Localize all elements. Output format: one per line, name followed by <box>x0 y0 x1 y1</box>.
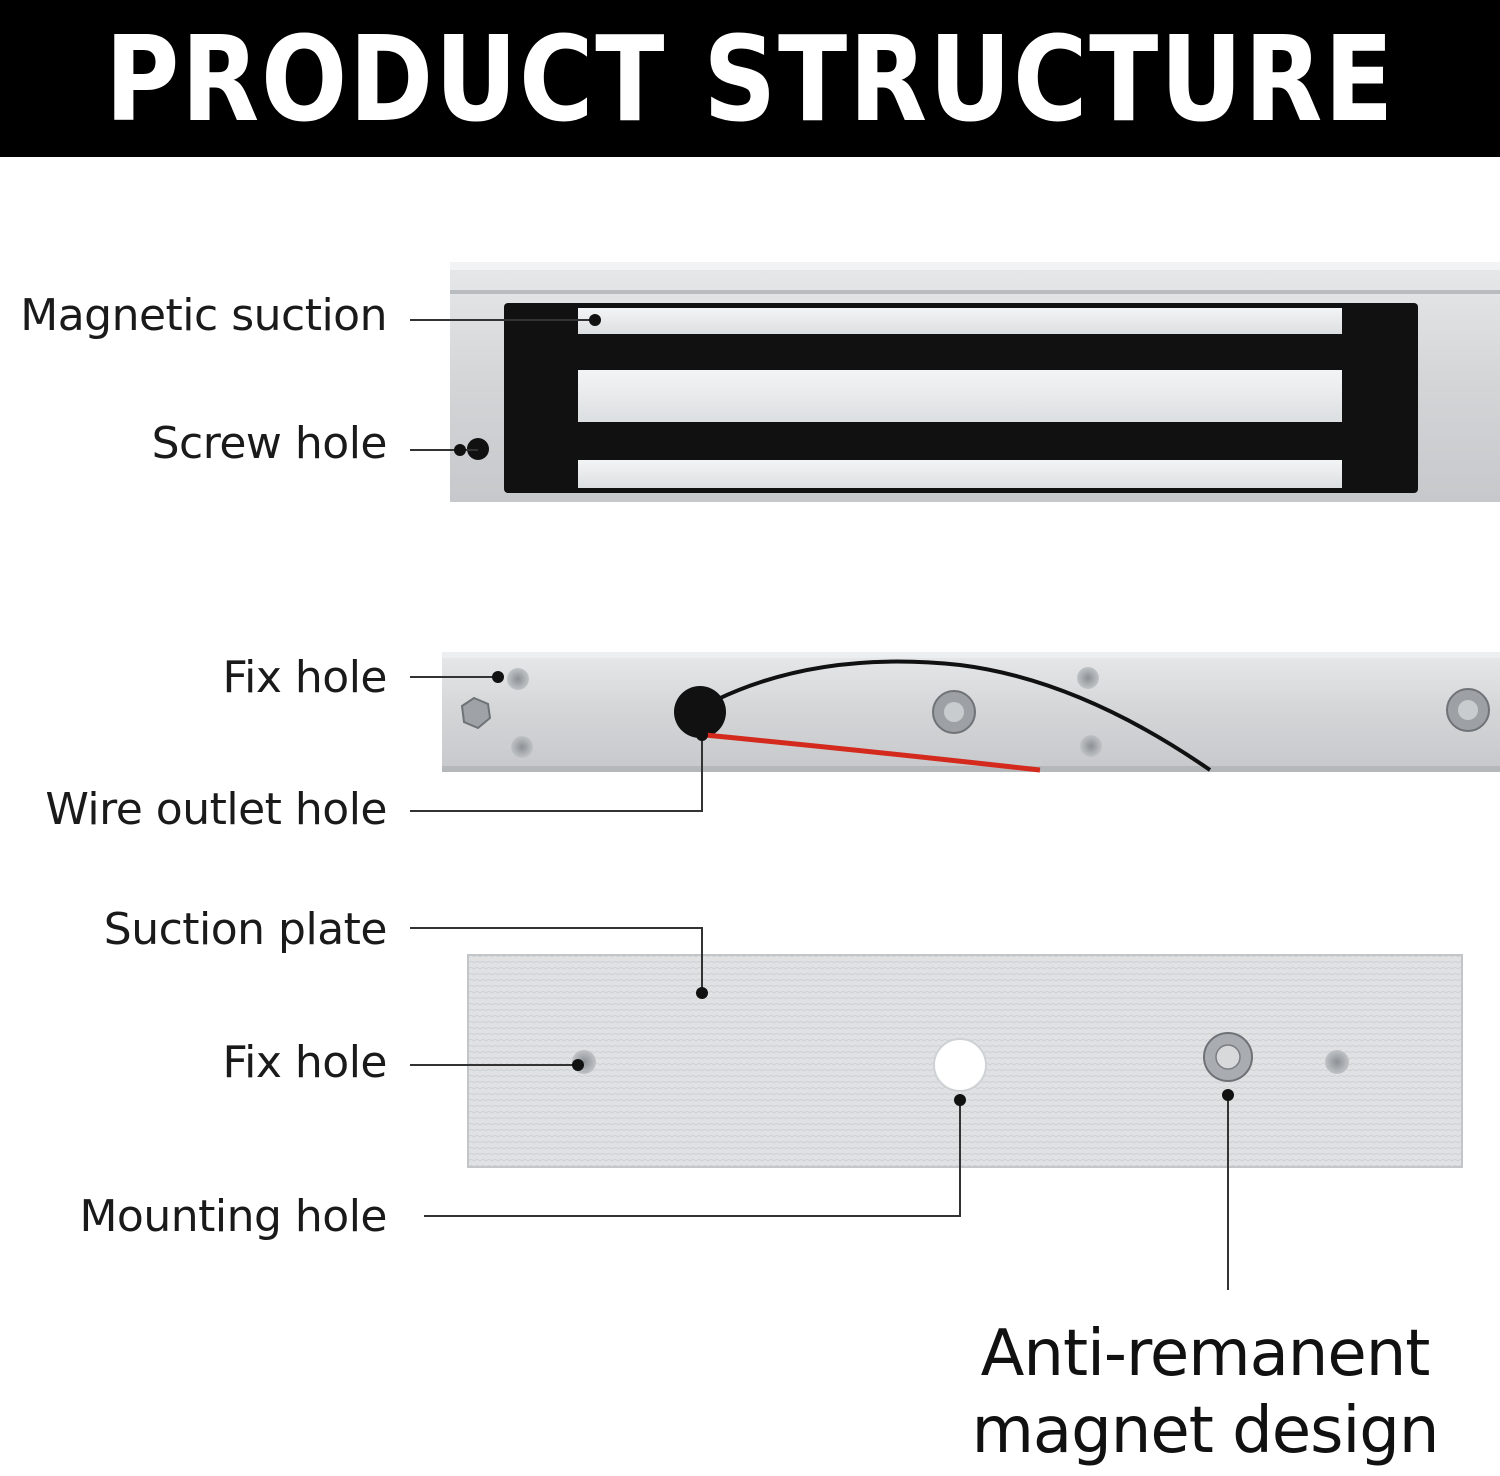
feature-line-1: Anti-remanent <box>980 1317 1431 1391</box>
label-fix-hole-top: Fix hole <box>222 652 388 703</box>
magnet-strip <box>578 460 1342 488</box>
fix-hole <box>507 668 529 690</box>
header-banner: PRODUCT STRUCTURE <box>0 0 1500 157</box>
leader-dots <box>454 314 1234 1106</box>
magnet-strip <box>578 370 1342 422</box>
black-wire <box>715 659 1212 772</box>
fix-hole <box>1080 735 1102 757</box>
page-title: PRODUCT STRUCTURE <box>104 9 1396 148</box>
plate-fix-hole <box>1325 1050 1349 1074</box>
label-suction-plate: Suction plate <box>103 904 388 955</box>
leader-lines <box>410 319 1229 1290</box>
bolt-head <box>460 696 492 730</box>
label-wire-outlet-hole: Wire outlet hole <box>45 784 387 835</box>
magnet-strip <box>578 308 1342 334</box>
feature-caption: Anti-remanent magnet design <box>960 1316 1450 1470</box>
label-magnetic-suction: Magnetic suction <box>20 290 387 341</box>
screw <box>932 690 976 734</box>
label-fix-hole-plate: Fix hole <box>222 1037 388 1088</box>
feature-line-2: magnet design <box>971 1393 1440 1468</box>
fix-hole <box>1077 667 1099 689</box>
anti-remanent-screw <box>1203 1032 1253 1082</box>
mounting-hole <box>933 1038 987 1092</box>
screw <box>1446 688 1490 732</box>
label-mounting-hole: Mounting hole <box>79 1191 387 1242</box>
magnet-body-back <box>442 652 1500 773</box>
label-screw-hole: Screw hole <box>151 418 388 469</box>
magnet-body-front <box>450 262 1500 502</box>
red-wire <box>704 732 1041 773</box>
fix-hole <box>511 736 533 758</box>
suction-plate <box>467 954 1463 1168</box>
wire-outlet <box>674 686 726 738</box>
